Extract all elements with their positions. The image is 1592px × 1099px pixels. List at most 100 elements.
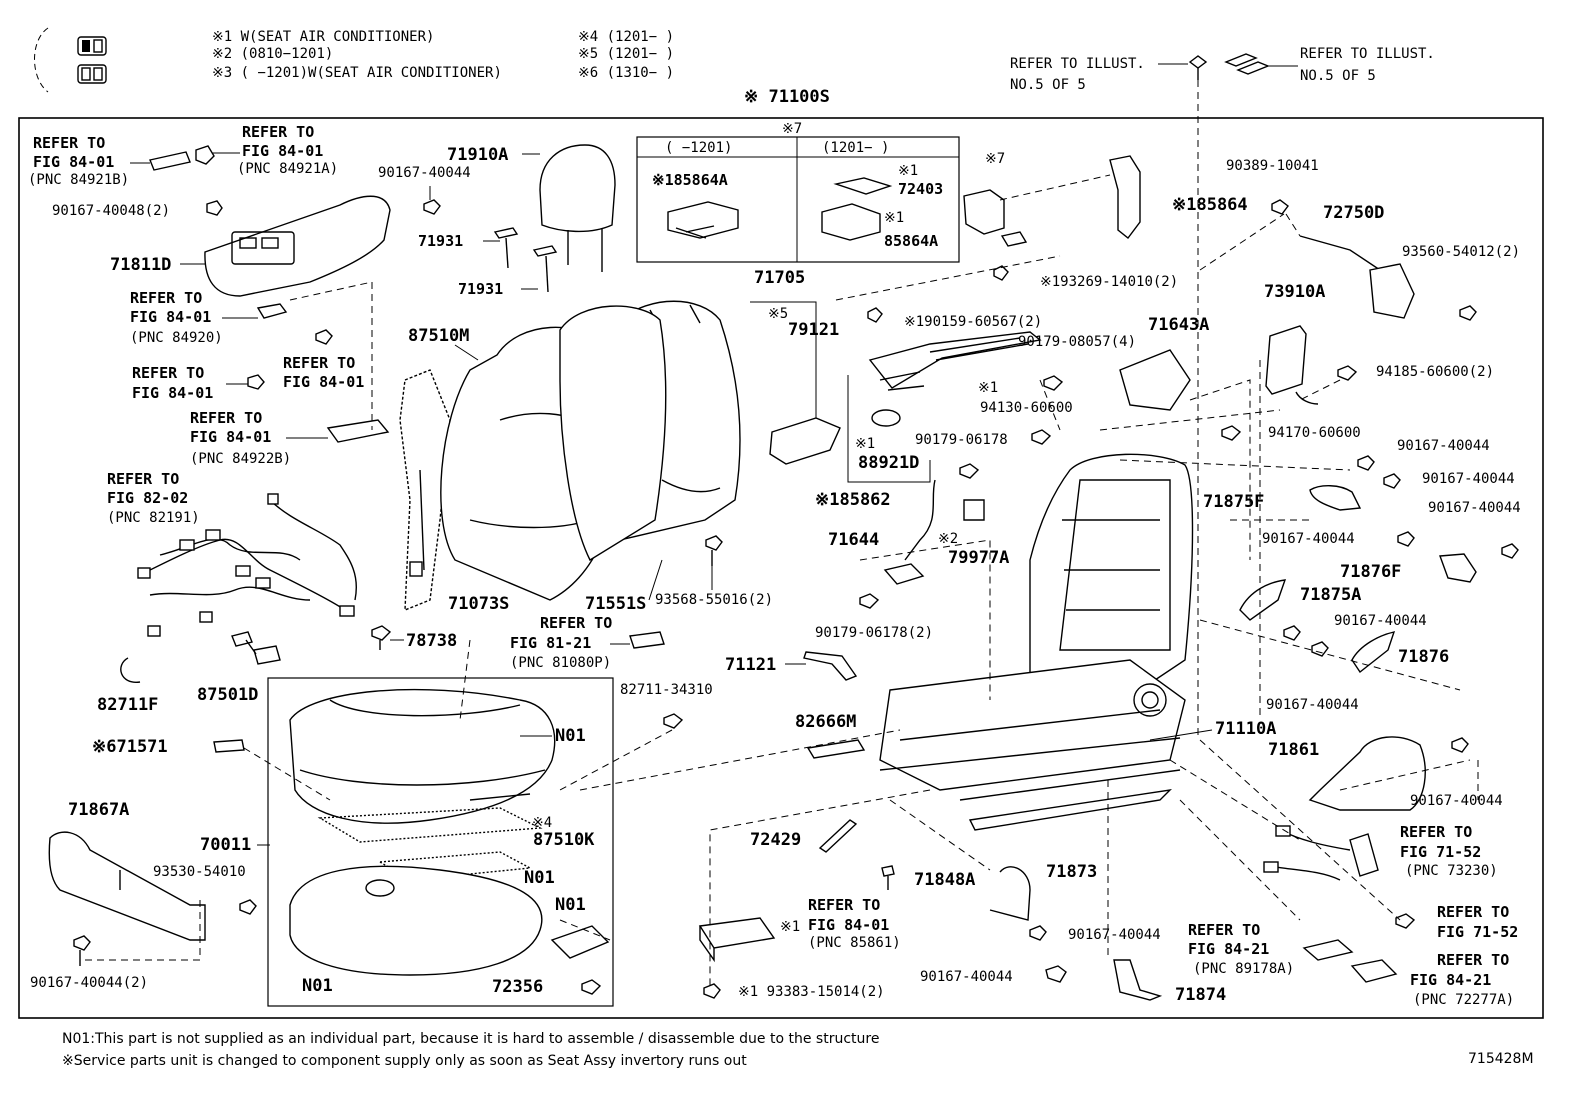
cable-72750D [1299,235,1415,319]
refer-84921A: REFER TO FIG 84-01 (PNC 84921A) [212,123,338,177]
svg-text:FIG 84-01: FIG 84-01 [283,373,364,391]
clip-90167-40044-i [1029,925,1047,941]
label-93269: ※193269-14010(2) [1040,274,1178,290]
svg-text:(PNC 84920): (PNC 84920) [130,330,223,346]
sensor-71644 [883,479,936,585]
label-72429: 72429 [750,830,801,850]
seat-side-legend [34,27,107,93]
label-87501D: 87501D [197,685,258,705]
heater-87510K [317,793,543,843]
nut-94130 [1031,429,1052,445]
bolt-90167-40044-c [1383,473,1401,489]
label-71643A: 71643A [1148,315,1209,335]
clip-90167-40044-j [1045,965,1067,983]
svg-text:(PNC 85861): (PNC 85861) [808,935,901,951]
refer-84-01b: REFER TO FIG 84-01 [132,364,265,402]
note-4: ※4 (1201− ) [578,29,674,45]
svg-text:REFER TO: REFER TO [242,123,314,141]
label-90179-06178-b: 90179-06178(2) [815,625,933,641]
svg-text:REFER TO: REFER TO [130,289,202,307]
inset-box: ※7 ( −1201) (1201− ) ※185864A ※1 72403 ※… [636,121,960,263]
svg-text:NO.5 OF 5: NO.5 OF 5 [1300,68,1376,84]
label-78738: 78738 [406,631,457,651]
label-N01-d: N01 [555,895,586,915]
label-5: ※5 [768,306,788,322]
svg-text:(PNC 72277A): (PNC 72277A) [1413,992,1514,1008]
nut-94185 [1337,365,1358,381]
label-71875F: 71875F [1203,492,1264,512]
label-87510K-mark: ※4 [532,815,552,831]
module-73910A [1265,325,1319,405]
footer-note-service: ※Service parts unit is changed to compon… [62,1053,747,1069]
nut-90179-06178-a [959,463,980,479]
svg-text:REFER TO: REFER TO [33,134,105,152]
refer-85861: ※1 REFER TO FIG 84-01 (PNC 85861) [780,896,901,951]
refer-81080P: REFER TO FIG 81-21 (PNC 81080P) [510,614,665,671]
bracket-72429 [818,819,858,853]
label-tag-71571 [213,739,245,753]
svg-text:FIG 84-01: FIG 84-01 [190,428,271,446]
refer-top-1: REFER TO ILLUST. NO.5 OF 5 [1010,56,1188,93]
svg-text:(1201− ): (1201− ) [822,140,889,156]
left-seat-icon [77,36,107,56]
svg-text:FIG 84-01: FIG 84-01 [808,916,889,934]
cover-71876 [1351,631,1396,674]
bolt-93530 [239,899,257,915]
clip-82711F [120,657,141,683]
refer-72277A: REFER TO FIG 84-21 (PNC 72277A) [1350,951,1514,1008]
nut-90179-08057 [1043,375,1064,391]
seat-belt-buckle [1263,825,1379,881]
label-90179-06178-a: 90179-06178 [915,432,1008,448]
svg-text:REFER TO: REFER TO [1400,823,1472,841]
svg-text:※7: ※7 [782,121,802,137]
svg-text:REFER TO: REFER TO [190,409,262,427]
svg-text:FIG 84-01: FIG 84-01 [132,384,213,402]
condition-notes: ※1 W(SEAT AIR CONDITIONER) ※2 (0810−1201… [212,29,674,81]
svg-text:FIG 84-21: FIG 84-21 [1410,971,1491,989]
screw-93269 [993,265,1009,281]
cover-71875F [1309,485,1362,511]
svg-text:※185864A: ※185864A [652,171,728,189]
label-82711F: 82711F [97,695,158,715]
cushion-bracket [550,925,610,959]
label-71876: 71876 [1398,647,1449,667]
svg-text:(PNC 84921B): (PNC 84921B) [28,172,129,188]
grommet-88921D [871,409,901,427]
pin-71848A [881,865,895,890]
label-90167-40044-c: 90167-40044 [1422,471,1515,487]
screw-190159 [867,307,883,323]
bracket-82666M [806,739,866,759]
label-82666M: 82666M [795,712,856,732]
label-90167-40044-g: 90167-40044 [1266,697,1359,713]
label-93568: 93568-55016(2) [655,592,773,608]
label-90167-40044-e: 90167-40044 [1262,531,1355,547]
svg-text:FIG 84-01: FIG 84-01 [242,142,323,160]
note-2: ※2 (0810−1201) [212,46,333,62]
label-tag-79977A [963,499,985,521]
label-88921D: 88921D [858,453,919,473]
bolt-90167-40044-b [1357,455,1375,471]
label-71571: ※671571 [92,737,168,757]
label-79977A: 79977A [948,548,1009,568]
svg-text:FIG 71-52: FIG 71-52 [1400,843,1481,861]
label-71705: 71705 [754,268,805,288]
label-N01-b: N01 [524,868,555,888]
wire-harness [137,493,357,637]
nut-90179-06178-b [859,593,880,609]
cushion-box [267,677,614,1007]
cushion-pad [289,865,543,976]
svg-text:FIG 84-01: FIG 84-01 [130,308,211,326]
svg-text:FIG 84-01: FIG 84-01 [33,153,114,171]
lumbar-motor [868,331,1042,391]
nut-90389 [1271,199,1289,215]
label-71875A: 71875A [1300,585,1361,605]
label-71110A: 71110A [1215,719,1276,739]
label-82711-34310: 82711-34310 [620,682,713,698]
svg-text:REFER TO: REFER TO [283,354,355,372]
note-3: ※3 ( −1201)W(SEAT AIR CONDITIONER) [212,65,502,81]
svg-text:※1: ※1 [884,210,904,226]
svg-text:REFER TO ILLUST.: REFER TO ILLUST. [1010,56,1145,72]
svg-text:72403: 72403 [898,180,943,198]
bracket-71643A [1119,349,1191,411]
